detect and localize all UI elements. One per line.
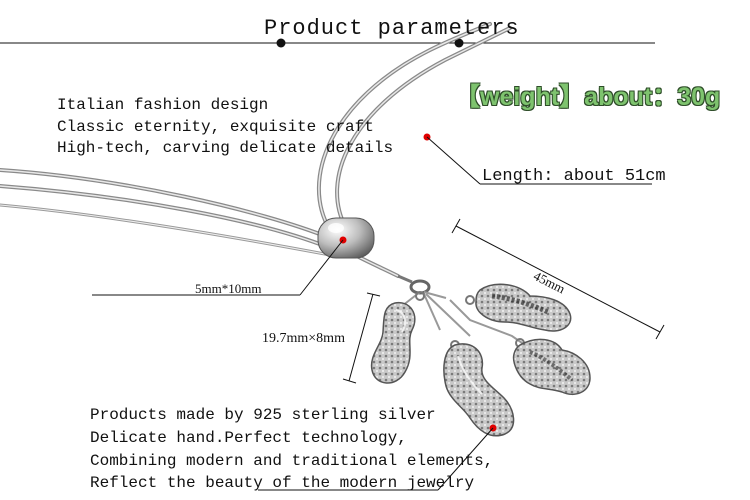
bead-size-label: 5mm*10mm [195, 281, 262, 296]
weight-label: 【weight】about：30g [455, 83, 721, 111]
dimension-45mm [451, 218, 665, 340]
rule-dot-right [454, 38, 464, 48]
peanut-charm-left [370, 301, 416, 384]
material-line: Products made by 925 sterling silver [90, 406, 436, 424]
peanut-charm-right [512, 338, 591, 396]
snake-chain [0, 22, 512, 278]
material-line: Reflect the beauty of the modern jewelry [90, 474, 475, 492]
slider-bead [317, 217, 375, 259]
callout-bead [92, 236, 347, 296]
page-title: Product parameters [264, 16, 520, 41]
material-line: Delicate hand.Perfect technology, [90, 429, 407, 447]
material-line: Combining modern and traditional element… [90, 452, 494, 470]
header-rule [0, 38, 655, 48]
peanut-charm-top [475, 283, 572, 332]
intro-line: Classic eternity, exquisite craft [57, 118, 374, 136]
callout-length [423, 133, 652, 185]
callout-material [258, 424, 497, 491]
peanut-charm-middle [443, 343, 515, 437]
length-label: Length: about 51cm [482, 167, 666, 186]
intro-line: Italian fashion design [57, 96, 269, 114]
dimension-charm-height [342, 292, 381, 384]
intro-line: High-tech, carving delicate details [57, 139, 394, 157]
charm-size-label: 19.7mm×8mm [262, 331, 345, 346]
rule-dot-left [276, 38, 286, 48]
